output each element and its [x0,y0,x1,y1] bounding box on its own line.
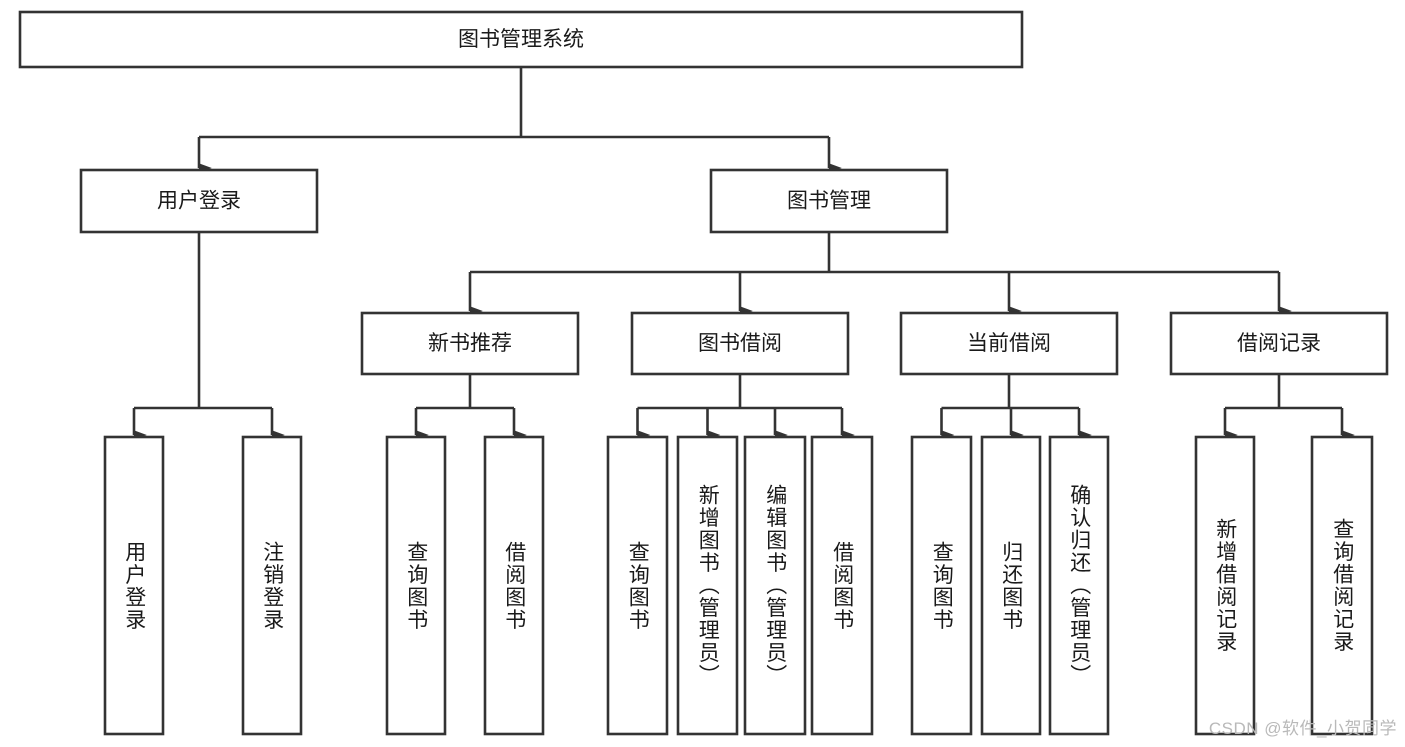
node-l3-1[interactable] [630,311,850,376]
node-leaf-6[interactable] [743,435,807,736]
node-leaf-4[interactable] [606,435,669,736]
node-leaf-7[interactable] [810,435,874,736]
node-l3-label-2: 当前借阅 [967,332,1051,355]
node-leaf-8[interactable] [910,435,973,736]
node-leaf-3[interactable] [483,435,545,736]
node-l3-label-0: 新书推荐 [428,332,512,355]
node-leaf-0[interactable] [103,435,165,736]
node-leaf-1[interactable] [241,435,303,736]
node-l2-label-1: 图书管理 [787,190,871,213]
node-root[interactable] [18,10,1024,69]
node-l3-2[interactable] [899,311,1119,376]
connector-layer [132,67,1355,440]
node-leaf-9[interactable] [980,435,1042,736]
node-l2-1[interactable] [709,168,949,234]
node-l2-label-0: 用户登录 [157,190,241,213]
node-l3-label-3: 借阅记录 [1237,332,1321,355]
node-leaf-12[interactable] [1310,435,1374,736]
node-leaf-10[interactable] [1048,435,1110,736]
watermark-text: CSDN @软件_小贺同学 [1208,719,1397,738]
node-leaf-11[interactable] [1194,435,1256,736]
node-leaf-2[interactable] [385,435,447,736]
node-l2-0[interactable] [79,168,319,234]
node-l3-3[interactable] [1169,311,1389,376]
node-root-label: 图书管理系统 [458,28,584,51]
node-l3-0[interactable] [360,311,580,376]
node-l3-label-1: 图书借阅 [698,332,782,355]
node-leaf-5[interactable] [676,435,739,736]
